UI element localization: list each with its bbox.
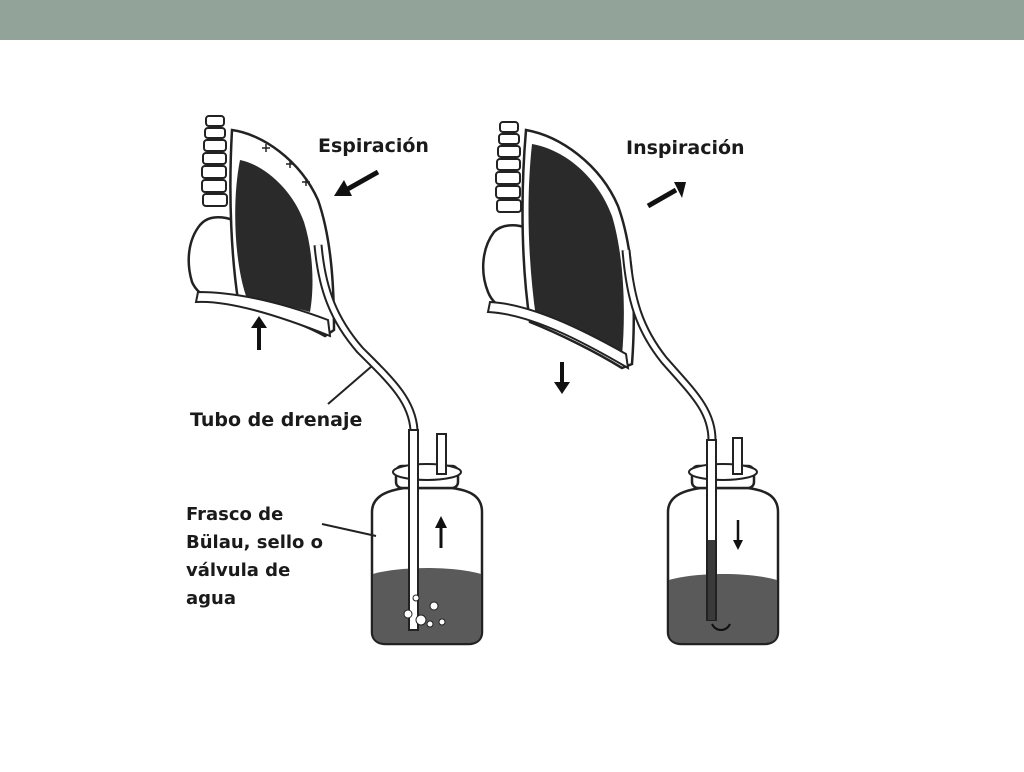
pleura-plus-signs: [262, 144, 310, 186]
label-bottle-line-4: agua: [186, 588, 236, 609]
bulau-bottle-right: [666, 437, 780, 646]
bubbles: [403, 594, 446, 628]
left-panel-expiration: [187, 115, 484, 646]
label-tubo-drenaje: Tubo de drenaje: [190, 409, 362, 431]
bottle-label-pointer: [321, 523, 377, 537]
water-right: [669, 574, 777, 643]
water-left: [373, 568, 481, 643]
slide-content: Espiración Inspiración Tubo de drenaje F…: [0, 40, 1024, 768]
spine-left: [201, 115, 228, 207]
spine-right: [495, 121, 522, 213]
drainage-tube-right: [621, 249, 717, 470]
label-bottle-line-2: Bülau, sello o: [186, 532, 323, 553]
label-bottle-line-1: Frasco de: [186, 504, 283, 525]
arrow-out-right: [646, 182, 686, 209]
arrow-in-left: [334, 169, 380, 196]
label-espiracion: Espiración: [318, 135, 429, 157]
chest-drain-diagram: Espiración Inspiración Tubo de drenaje F…: [186, 115, 780, 646]
tube-label-pointer: [327, 365, 373, 405]
arrow-down-diaphragm: [554, 362, 570, 394]
right-panel-inspiration: [482, 121, 780, 646]
arrow-up-diaphragm: [251, 316, 267, 350]
label-bottle-line-3: válvula de: [186, 560, 290, 581]
lung-right: [528, 144, 624, 356]
lung-left: [235, 160, 313, 312]
label-inspiracion: Inspiración: [626, 137, 745, 159]
bulau-bottle-left: [370, 429, 484, 646]
diaphragm-left: [194, 290, 332, 338]
title-bar: [0, 0, 1024, 40]
diaphragm-right: [486, 300, 630, 370]
